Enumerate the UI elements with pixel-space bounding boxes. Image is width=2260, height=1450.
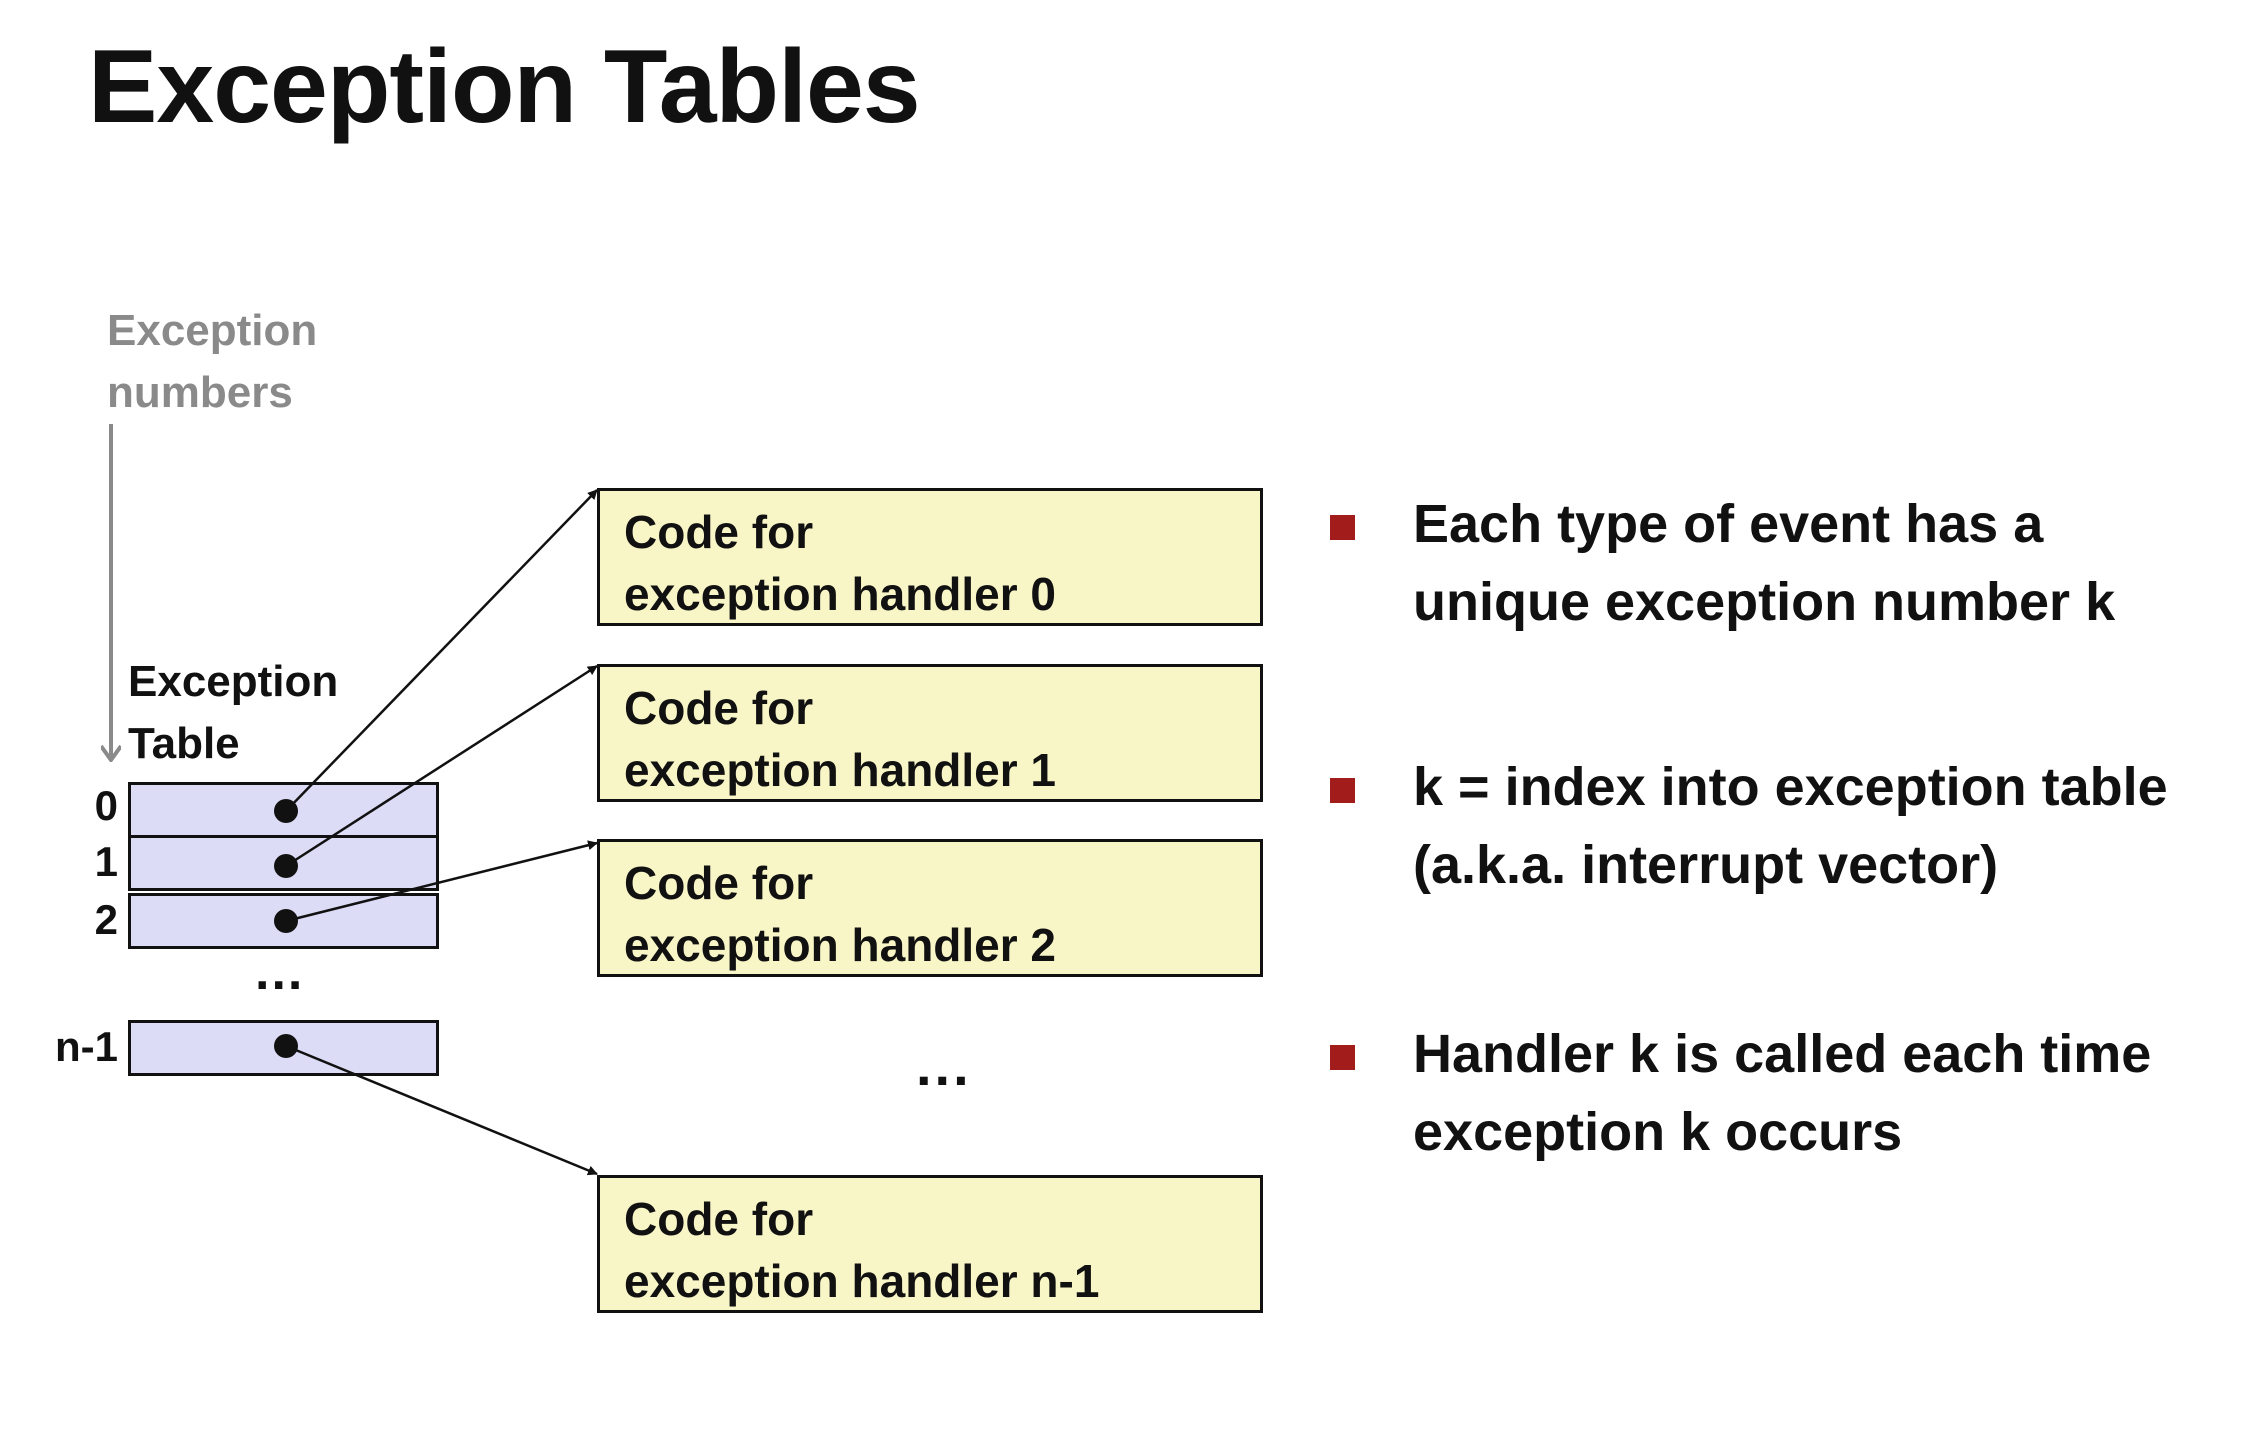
exception-numbers-label: Exception numbers <box>107 300 317 424</box>
table-index-2: 2 <box>94 896 118 943</box>
handler-box-0: Code for exception handler 0 <box>597 488 1263 626</box>
bullet-text-3: Handler k is called each time exception … <box>1413 1015 2253 1171</box>
table-index-1: 1 <box>94 838 118 885</box>
table-index-n-1: n-1 <box>55 1023 118 1070</box>
bullet-square-3 <box>1330 1045 1355 1070</box>
bullet-text-2: k = index into exception table (a.k.a. i… <box>1413 748 2253 904</box>
bullet-2-line1: k = index into exception table <box>1413 757 2168 817</box>
handler-0-line1: Code for <box>624 506 814 558</box>
handler-box-2: Code for exception handler 2 <box>597 839 1263 977</box>
handler-n-1-line2: exception handler n-1 <box>624 1255 1100 1307</box>
handler-box-n-1: Code for exception handler n-1 <box>597 1175 1263 1313</box>
exception-numbers-label-line2: numbers <box>107 368 293 417</box>
handler-box-1: Code for exception handler 1 <box>597 664 1263 802</box>
table-cell-1 <box>128 835 439 891</box>
handlers-ellipsis: ... <box>916 1034 972 1097</box>
handler-1-line2: exception handler 1 <box>624 744 1057 796</box>
handler-2-line1: Code for <box>624 857 814 909</box>
handler-n-1-line1: Code for <box>624 1193 814 1245</box>
bullet-3-line1: Handler k is called each time <box>1413 1024 2152 1084</box>
handler-1-line1: Code for <box>624 682 814 734</box>
table-cell-2 <box>128 893 439 949</box>
slide-title: Exception Tables <box>88 29 921 145</box>
bullet-3-line2: exception k occurs <box>1413 1102 1903 1162</box>
table-index-0: 0 <box>94 782 118 829</box>
bullet-1-line1: Each type of event has a <box>1413 494 2044 554</box>
exception-numbers-label-line1: Exception <box>107 306 318 355</box>
table-cell-0 <box>128 782 439 838</box>
bullet-square-1 <box>1330 515 1355 540</box>
bullet-2-line2: (a.k.a. interrupt vector) <box>1413 835 1999 895</box>
handler-2-line2: exception handler 2 <box>624 919 1057 971</box>
bullet-square-2 <box>1330 778 1355 803</box>
exception-table-label-line1: Exception <box>128 657 339 706</box>
exception-table-label: Exception Table <box>128 651 338 775</box>
exception-table-label-line2: Table <box>128 719 240 768</box>
table-ellipsis: ... <box>255 943 305 1001</box>
handler-0-line2: exception handler 0 <box>624 568 1057 620</box>
table-cell-n-1 <box>128 1020 439 1076</box>
bullet-1-line2: unique exception number k <box>1413 572 2116 632</box>
bullet-text-1: Each type of event has a unique exceptio… <box>1413 485 2253 641</box>
